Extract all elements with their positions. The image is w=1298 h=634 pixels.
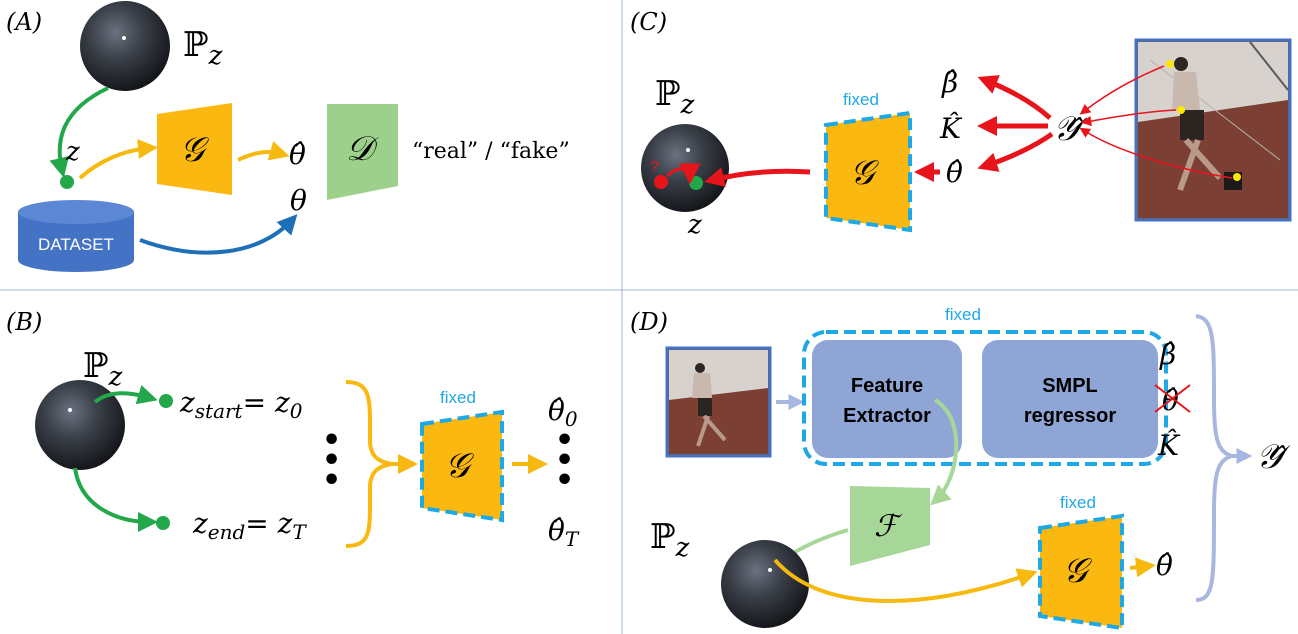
feature-extractor-box (812, 340, 962, 458)
feature-extractor-label-1: Feature (851, 375, 923, 397)
vertical-dots-b3: • (322, 463, 341, 498)
prior-symbol: ℙz (183, 25, 223, 71)
fixed-label-d-g: fixed (1060, 493, 1096, 512)
red-thin-arrow-1 (1079, 65, 1165, 115)
red-thin-arrow-2 (1080, 109, 1177, 127)
panel-a-label: (A) (6, 8, 42, 36)
discriminator-a (327, 104, 398, 200)
theta-hat-c: θ̂ (946, 156, 963, 189)
green-arrow-b1 (93, 384, 158, 405)
red-thin-arrow-3 (1079, 127, 1233, 179)
theta-hat-a: θ̂ (289, 138, 306, 171)
prior-sphere-b (35, 380, 125, 470)
red-dot-c (654, 175, 668, 189)
z-start-expr: zstart= z0 (179, 386, 303, 423)
panel-b: (B) ℙz zstart= z0 • • • zend= zT fixed 𝒢… (6, 308, 580, 551)
green-arrow-b2 (73, 467, 158, 532)
panel-d-label: (D) (630, 308, 668, 336)
mapper-f (850, 486, 930, 566)
fixed-label-b: fixed (440, 388, 476, 407)
panel-d: (D) fixed Feature Extractor SMPL regress… (630, 305, 1291, 631)
prior-symbol-b: ℙz (83, 346, 123, 392)
fixed-label-c: fixed (843, 90, 879, 109)
z-end-dot (156, 516, 170, 530)
theta0: θ̂0 (548, 394, 578, 431)
feature-extractor-label-2: Extractor (843, 405, 931, 427)
z-start-dot (159, 394, 173, 408)
y-hat-d: 𝒴̂ (1256, 437, 1291, 477)
beta-hat-c: β̂ (941, 66, 958, 99)
k-hat-c: K̂ (939, 112, 963, 145)
generator-b-label: 𝒢 (445, 446, 474, 486)
beta-hat-d: β̂ (1159, 338, 1176, 371)
yellow-arrow-a1 (78, 138, 158, 180)
fixed-label-d-top: fixed (945, 305, 981, 324)
yellow-arrow-prior-to-g (773, 558, 1038, 603)
generator-d (1038, 513, 1124, 631)
fixed-container-d (802, 330, 1168, 466)
sphere-highlight (122, 36, 126, 40)
panel-b-label: (B) (6, 308, 42, 336)
red-arrow-y-to-theta (977, 131, 1054, 172)
mint-arrow-fe-to-mapper (930, 398, 959, 506)
smpl-regressor-label-1: SMPL (1042, 375, 1098, 397)
generator-c-label: 𝒢 (850, 153, 879, 193)
brace-d (1195, 314, 1240, 602)
latent-z-c: z (687, 210, 702, 240)
blue-arrow-a (139, 214, 298, 255)
yellow-arrow-g-to-theta (1129, 557, 1156, 578)
green-arrow-a (49, 86, 109, 178)
green-dot-c (689, 176, 703, 190)
panel-c-label: (C) (630, 8, 667, 36)
latent-dot-a (60, 175, 74, 189)
vertical-dots-b6: • (555, 463, 574, 498)
z-end-expr: zend= zT (192, 507, 307, 544)
y-hat-c: 𝒴̂ (1053, 109, 1088, 149)
generator-d-label: 𝒢 (1063, 551, 1092, 591)
sphere-highlight-b (68, 408, 72, 412)
vertical-dots-b5: • (555, 443, 574, 478)
sphere-highlight-c (686, 148, 690, 152)
thetaT: θ̂T (548, 514, 580, 551)
latent-z-a: z (65, 137, 80, 167)
question-mark-c: ? (650, 159, 659, 176)
brace-b (345, 380, 393, 548)
generator-b (420, 409, 504, 523)
sphere-highlight-d (768, 568, 772, 572)
smpl-regressor-box (982, 340, 1158, 458)
real-fake-output: “real” / “fake” (412, 139, 570, 164)
cross-line-2 (1154, 384, 1191, 413)
red-arrow-y-to-beta (977, 75, 1052, 120)
generator-a (157, 103, 232, 195)
dataset-label: DATASET (38, 235, 114, 254)
red-swirl-c (666, 163, 701, 185)
runner-photo-c (1134, 38, 1292, 222)
prior-sphere-d (721, 540, 809, 628)
generator-a-label: 𝒢 (180, 130, 209, 170)
panel-c: (C) ℙz ? z fixed 𝒢 β̂ K̂ θ̂ 𝒴̂ (630, 8, 1292, 240)
runner-thumbnail-d (665, 346, 772, 458)
vertical-dots-b2: • (322, 443, 341, 478)
vertical-dots-b4: • (555, 423, 574, 458)
panel-a: (A) ℙz z 𝒢 θ̂ θ 𝒟 “real” / “fake” DATASE… (6, 1, 570, 272)
yellow-arrow-a2 (237, 141, 290, 162)
smpl-regressor-label-2: regressor (1024, 405, 1116, 427)
prior-symbol-d: ℙz (650, 517, 690, 563)
theta-a: θ (290, 184, 307, 217)
prior-symbol-c: ℙz (655, 74, 695, 120)
generator-c (824, 110, 912, 233)
prior-sphere (80, 1, 170, 91)
dataset-cylinder: DATASET (18, 200, 134, 272)
red-arrow-c-to-z (704, 167, 811, 187)
theta-hat-d: θ̂ (1156, 549, 1173, 582)
k-hat-d: K̂ (1157, 429, 1181, 462)
vertical-dots-b1: • (322, 423, 341, 458)
